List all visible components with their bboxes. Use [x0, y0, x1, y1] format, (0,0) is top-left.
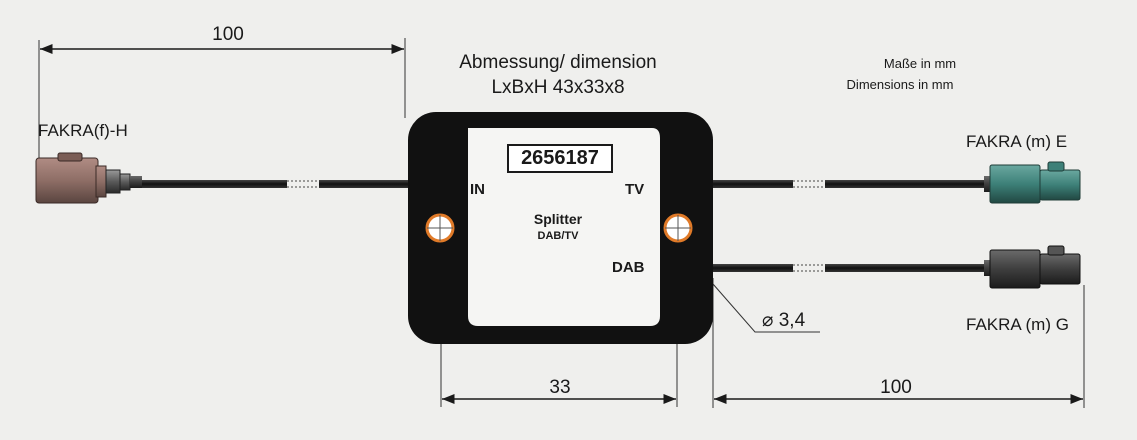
left-cable: [140, 179, 408, 189]
left-connector-label: FAKRA(f)-H: [38, 121, 128, 140]
header-dimension-size: LxBxH 43x33x8: [491, 77, 625, 98]
port-dab-label: DAB: [612, 259, 645, 276]
label-panel: [468, 128, 660, 326]
port-tv-label: TV: [625, 181, 645, 198]
right-bottom-cable: [708, 263, 990, 273]
right-bottom-connector-label: FAKRA (m) G: [966, 315, 1069, 334]
splitter-housing: [408, 112, 713, 344]
units-note-en: Dimensions in mm: [846, 77, 954, 92]
left-cable-length-label: 100: [212, 24, 244, 45]
splitter-name: Splitter: [533, 211, 583, 227]
header-dimension-title: Abmessung/ dimension: [459, 52, 657, 73]
port-in-label: IN: [470, 181, 485, 198]
units-note-de: Maße in mm: [883, 56, 957, 71]
part-number-box: [507, 144, 613, 173]
right-top-fakra-connector: [984, 161, 1081, 204]
splitter-subtitle: DAB/TV: [537, 230, 579, 242]
mounting-hole-right: [663, 213, 693, 243]
diameter-leader: [712, 283, 820, 333]
body-width-label: 33: [549, 377, 571, 398]
right-cable-length-label: 100: [880, 377, 912, 398]
mounting-hole-left: [425, 213, 455, 243]
right-top-cable: [708, 179, 990, 189]
diameter-label: ⌀ 3,4: [762, 310, 806, 331]
part-number: 2656187: [521, 147, 599, 169]
left-fakra-connector: [35, 152, 142, 204]
right-top-connector-label: FAKRA (m) E: [966, 132, 1068, 151]
right-bottom-fakra-connector: [984, 245, 1081, 289]
